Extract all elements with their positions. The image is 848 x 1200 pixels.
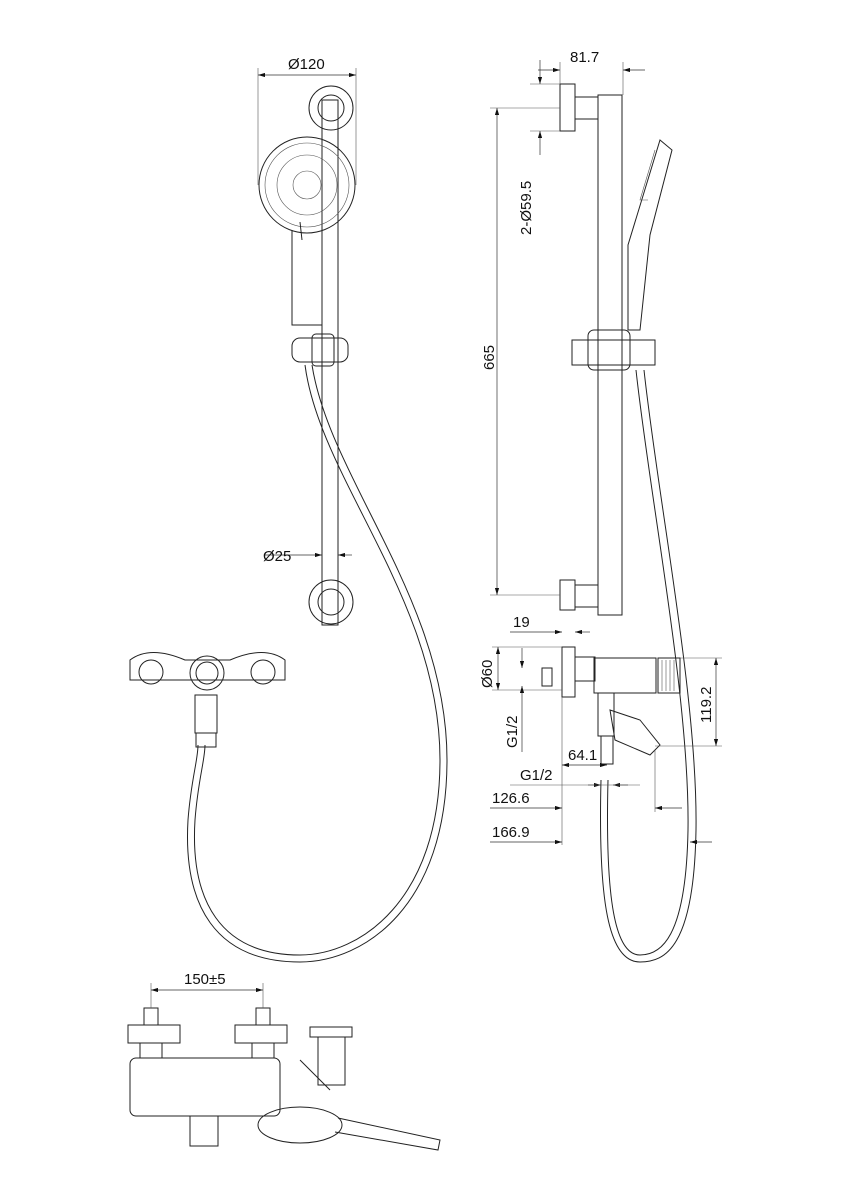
label-inlet-thread: G1/2 xyxy=(504,715,521,748)
label-bracket-diameter: 2-Ø59.5 xyxy=(518,181,535,235)
label-bar-diameter: Ø25 xyxy=(263,548,291,565)
dim-bracket-diameter: 2-Ø59.5 xyxy=(518,60,560,235)
label-bar-length: 665 xyxy=(481,345,498,370)
dim-plate-diameter: Ø60 xyxy=(479,646,562,691)
dim-mixer-height: 119.2 xyxy=(655,657,722,747)
dim-bar-length: 665 xyxy=(481,107,560,596)
slider-front xyxy=(291,333,349,367)
label-inlet-spacing: 150±5 xyxy=(184,971,226,988)
dim-head-diameter: Ø120 xyxy=(257,56,357,185)
dim-inlet-spacing: 150±5 xyxy=(150,971,264,1008)
dim-bracket-offset: 81.7 xyxy=(538,49,645,95)
label-head-diameter: Ø120 xyxy=(288,56,325,73)
dim-plate-depth: 19 xyxy=(510,614,590,635)
label-outlet-offset: 64.1 xyxy=(568,747,597,764)
mixer-side xyxy=(541,646,681,765)
dim-bar-diameter: Ø25 xyxy=(263,548,352,565)
slide-bar-side xyxy=(559,83,623,616)
hose-side xyxy=(606,369,689,956)
label-total-projection: 166.9 xyxy=(492,824,530,841)
dim-outlet-thread: G1/2 xyxy=(510,767,640,788)
side-view: 81.7 2-Ø59.5 665 19 Ø60 G1/2 xyxy=(479,49,722,963)
label-spout-projection: 126.6 xyxy=(492,790,530,807)
dim-outlet-offset: 64.1 xyxy=(562,747,607,768)
label-plate-diameter: Ø60 xyxy=(479,660,496,688)
front-view: Ø120 Ø25 xyxy=(129,56,448,963)
label-bracket-offset: 81.7 xyxy=(570,49,599,66)
mixer-front xyxy=(129,652,286,748)
dim-inlet-thread: G1/2 xyxy=(504,648,525,752)
hose-front xyxy=(193,364,441,956)
label-plate-depth: 19 xyxy=(513,614,530,631)
dim-spout-projection: 126.6 xyxy=(490,750,682,812)
bottom-view: 150±5 xyxy=(127,971,441,1151)
hand-shower-front xyxy=(258,136,356,326)
dim-total-projection: 166.9 xyxy=(490,824,712,845)
slider-side xyxy=(571,329,656,371)
label-outlet-thread: G1/2 xyxy=(520,767,553,784)
label-mixer-height: 119.2 xyxy=(698,687,715,723)
hand-shower-side xyxy=(627,139,673,331)
